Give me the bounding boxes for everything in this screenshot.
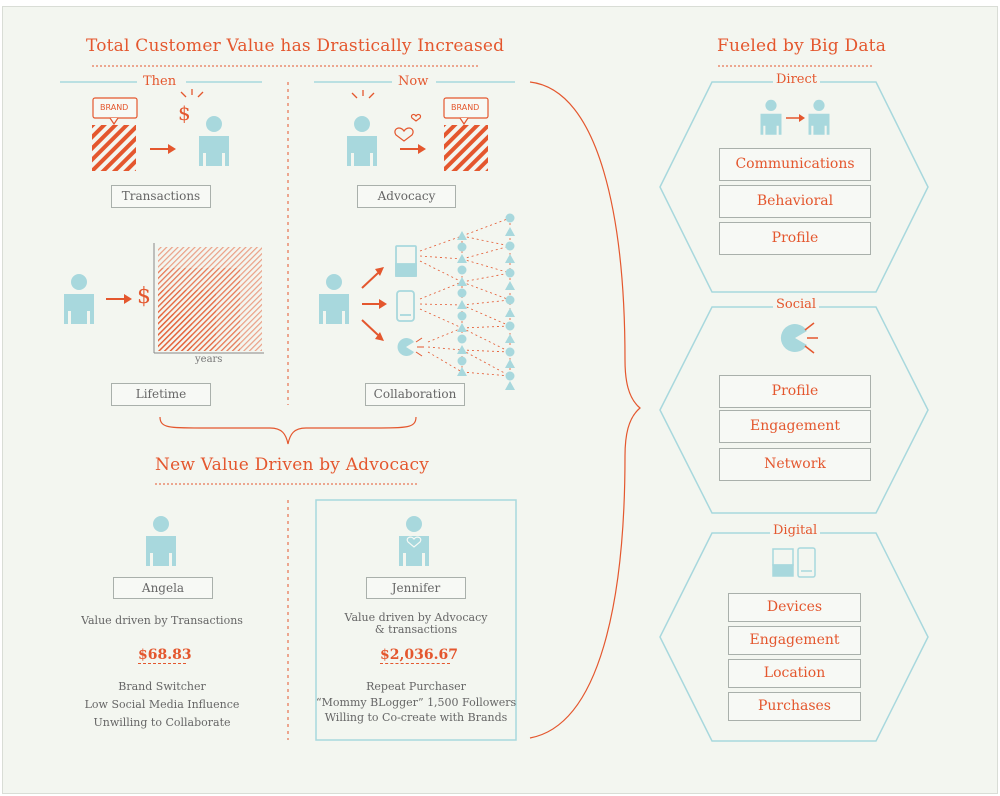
collaboration-label: Collaboration <box>365 383 465 406</box>
direct-item: Profile <box>719 222 871 255</box>
digital-label: Digital <box>770 523 821 538</box>
brace <box>159 416 417 445</box>
arrow-icon <box>786 114 805 122</box>
digital-item: Engagement <box>728 626 861 655</box>
lifetime-label: Lifetime <box>111 383 211 406</box>
heart-icon <box>394 113 422 142</box>
persona-name-jennifer: Jennifer <box>366 577 466 599</box>
arrow-icon <box>361 267 387 341</box>
pacman-icon <box>780 322 818 354</box>
sparkle-icon <box>351 90 375 99</box>
transactions-label: Transactions <box>111 185 211 208</box>
person-icon <box>347 116 377 166</box>
persona-name-angela: Angela <box>113 577 213 599</box>
big-data-title: Fueled by Big Data <box>717 36 887 56</box>
heart-icon <box>406 536 422 548</box>
brand-tag: BRAND <box>100 103 129 112</box>
person-icon <box>64 274 94 324</box>
angela-value: $68.83 <box>138 647 192 664</box>
direct-label: Direct <box>773 72 820 87</box>
axis-label-years: years <box>195 354 223 365</box>
direct-item: Communications <box>719 148 871 181</box>
jennifer-driver: Value driven by Advocacy <box>344 611 488 624</box>
brand-tag: BRAND <box>451 103 480 112</box>
pacman-icon <box>397 337 424 357</box>
hexagon-direct <box>659 81 929 293</box>
lifetime-value-chart <box>153 243 264 354</box>
social-item: Network <box>719 448 871 481</box>
highlight-frame <box>315 499 517 741</box>
jennifer-value: $2,036.67 <box>380 647 458 664</box>
jennifer-trait: “Mommy BLogger” 1,500 Followers <box>316 696 517 709</box>
main-title: Total Customer Value has Drastically Inc… <box>86 36 505 56</box>
laptop-icon <box>772 548 794 577</box>
tablet-icon <box>395 245 417 277</box>
angela-trait: Low Social Media Influence <box>84 698 240 711</box>
network-lines <box>419 217 511 384</box>
digital-item: Purchases <box>728 692 861 721</box>
dollar-icon: $ <box>137 284 151 309</box>
person-icon <box>199 116 229 166</box>
person-icon <box>146 516 176 566</box>
sparkle-icon <box>180 89 204 98</box>
social-item: Engagement <box>719 410 871 443</box>
big-brace <box>529 81 641 739</box>
jennifer-driver: & transactions <box>374 623 458 636</box>
arrow-icon <box>150 144 176 154</box>
digital-item: Location <box>728 659 861 688</box>
then-label: Then <box>143 74 177 89</box>
advocacy-label: Advocacy <box>357 185 456 208</box>
angela-trait: Brand Switcher <box>118 680 206 693</box>
person-icon <box>319 274 349 324</box>
brand-box-icon <box>443 97 489 171</box>
angela-driver: Value driven by Transactions <box>81 614 243 627</box>
brand-box-icon <box>92 97 138 171</box>
jennifer-trait: Willing to Co-create with Brands <box>324 711 508 724</box>
hexagon-digital <box>659 532 929 742</box>
digital-item: Devices <box>728 593 861 622</box>
hexagon-social <box>659 306 929 514</box>
advocacy-title: New Value Driven by Advocacy <box>155 455 430 475</box>
social-label: Social <box>773 297 820 312</box>
phone-icon <box>396 290 415 322</box>
person-icon <box>399 516 429 566</box>
headline-underline <box>92 65 872 485</box>
person-icon <box>760 99 782 135</box>
arrow-icon <box>400 144 426 154</box>
now-label: Now <box>398 74 429 89</box>
dollar-icon: $ <box>178 101 191 125</box>
network-node-icon <box>457 213 515 390</box>
arrow-icon <box>106 294 132 304</box>
direct-item: Behavioral <box>719 185 871 218</box>
angela-trait: Unwilling to Collaborate <box>93 716 231 729</box>
jennifer-trait: Repeat Purchaser <box>366 680 466 693</box>
social-item: Profile <box>719 375 871 408</box>
person-icon <box>808 99 830 135</box>
phone-icon <box>797 547 816 578</box>
